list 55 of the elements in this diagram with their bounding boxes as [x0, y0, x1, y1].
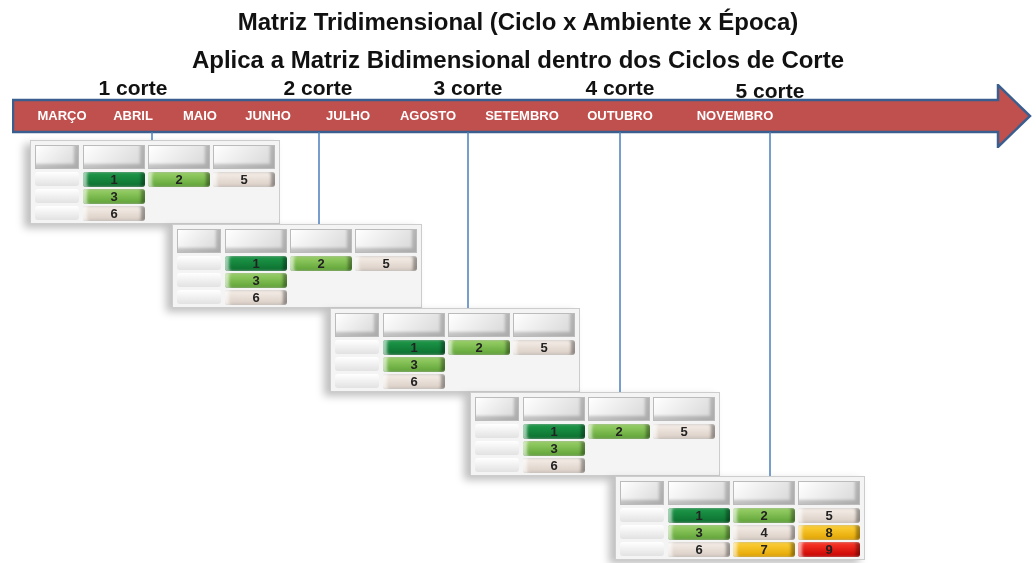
month-label: ABRIL	[113, 108, 153, 123]
score-cell: 3	[225, 273, 287, 288]
score-cell: 5	[213, 172, 275, 187]
month-label: SETEMBRO	[485, 108, 559, 123]
month-label: MAIO	[183, 108, 217, 123]
score-cell: 3	[523, 441, 585, 456]
score-cell: 6	[83, 206, 145, 221]
score-cell: 1	[83, 172, 145, 187]
score-cell: 6	[668, 542, 730, 557]
score-cell: 1	[523, 424, 585, 439]
leader-line	[467, 131, 469, 309]
month-label: JULHO	[325, 108, 371, 123]
cut-label: 1 corte	[98, 76, 168, 100]
score-cell: 5	[798, 508, 860, 523]
month-label: MARÇO	[37, 108, 87, 123]
score-cell: 9	[798, 542, 860, 557]
leader-line	[151, 131, 153, 141]
cut-label: 3 corte	[433, 76, 503, 100]
score-cell: 4	[733, 525, 795, 540]
matrix-panel	[470, 392, 720, 476]
score-cell: 2	[733, 508, 795, 523]
cut-label: 4 corte	[585, 76, 655, 100]
matrix-panel	[330, 308, 580, 392]
score-cell: 2	[148, 172, 210, 187]
month-label: NOVEMBRO	[696, 108, 774, 123]
score-cell: 6	[523, 458, 585, 473]
matrix-panel	[172, 224, 422, 308]
score-cell: 5	[513, 340, 575, 355]
leader-line	[769, 131, 771, 477]
month-label: AGOSTO	[399, 108, 457, 123]
score-cell: 3	[383, 357, 445, 372]
leader-line	[619, 131, 621, 393]
score-cell: 2	[588, 424, 650, 439]
score-cell: 1	[225, 256, 287, 271]
score-cell: 5	[653, 424, 715, 439]
leader-line	[318, 131, 320, 225]
score-cell: 3	[83, 189, 145, 204]
matrix-panel	[30, 140, 280, 224]
score-cell: 2	[290, 256, 352, 271]
cut-label: 2 corte	[283, 76, 353, 100]
score-cell: 1	[668, 508, 730, 523]
diagram-title: Matriz Tridimensional (Ciclo x Ambiente x Época)	[236, 8, 800, 36]
score-cell: 1	[383, 340, 445, 355]
score-cell: 2	[448, 340, 510, 355]
score-cell: 8	[798, 525, 860, 540]
score-cell: 3	[668, 525, 730, 540]
matrix-panel	[615, 476, 865, 560]
subtitle: Aplica a Matriz Bidimensional dentro dos Ciclos de Corte	[191, 46, 845, 74]
score-cell: 6	[383, 374, 445, 389]
month-label: JUNHO	[245, 108, 291, 123]
score-cell: 5	[355, 256, 417, 271]
month-label: OUTUBRO	[587, 108, 653, 123]
score-cell: 6	[225, 290, 287, 305]
score-cell: 7	[733, 542, 795, 557]
cut-label: 5 corte	[735, 79, 805, 103]
